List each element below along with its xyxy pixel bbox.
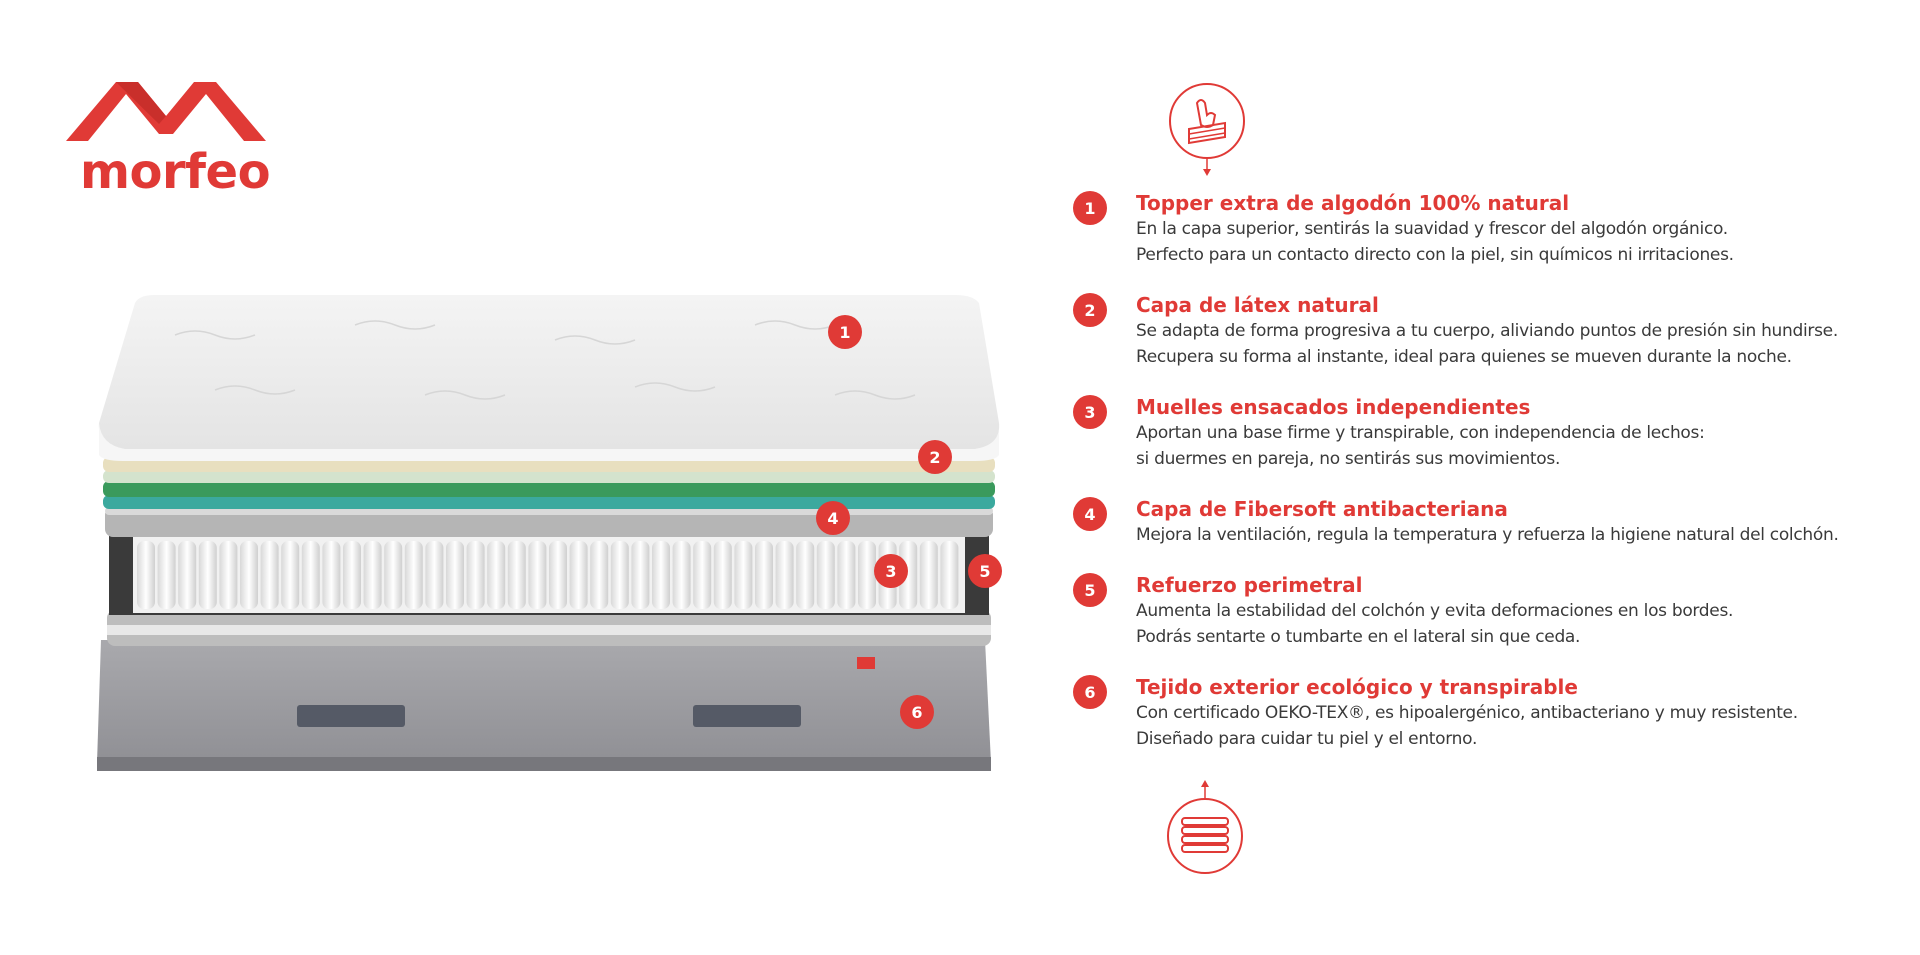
feature-number-badge: 5: [1073, 573, 1107, 607]
feature-item: 3 Muelles ensacados independientes Aport…: [1073, 394, 1873, 496]
brand-logo: morfeo: [66, 78, 276, 200]
feature-title: Capa de Fibersoft antibacteriana: [1136, 497, 1508, 521]
feature-description-line: En la capa superior, sentirás la suavida…: [1136, 219, 1728, 239]
feature-description-line: Aumenta la estabilidad del colchón y evi…: [1136, 601, 1734, 621]
feature-description-line: Diseñado para cuidar tu piel y el entorn…: [1136, 729, 1478, 749]
feature-item: 5 Refuerzo perimetral Aumenta la estabil…: [1073, 572, 1873, 674]
feature-description-line: Aportan una base firme y transpirable, c…: [1136, 423, 1705, 443]
feature-description-line: Podrás sentarte o tumbarte en el lateral…: [1136, 627, 1581, 647]
feature-title: Refuerzo perimetral: [1136, 573, 1363, 597]
feature-number-badge: 1: [1073, 191, 1107, 225]
feature-number-badge: 2: [1073, 293, 1107, 327]
layered-mattress-icon: [1165, 780, 1245, 876]
feature-number-badge: 6: [1073, 675, 1107, 709]
marker-3: 3: [874, 554, 908, 588]
feature-title: Capa de látex natural: [1136, 293, 1379, 317]
feature-number-badge: 3: [1073, 395, 1107, 429]
hand-press-layers-icon: [1167, 81, 1247, 177]
feature-item: 1 Topper extra de algodón 100% natural E…: [1073, 190, 1873, 292]
logo-mountains-icon: [66, 82, 266, 141]
feature-description-line: Se adapta de forma progresiva a tu cuerp…: [1136, 321, 1838, 341]
feature-description-line: si duermes en pareja, no sentirás sus mo…: [1136, 449, 1561, 469]
feature-list: 1 Topper extra de algodón 100% natural E…: [1073, 190, 1873, 776]
feature-description-line: Perfecto para un contacto directo con la…: [1136, 245, 1734, 265]
feature-item: 4 Capa de Fibersoft antibacteriana Mejor…: [1073, 496, 1873, 572]
feature-item: 2 Capa de látex natural Se adapta de for…: [1073, 292, 1873, 394]
marker-1: 1: [828, 315, 862, 349]
marker-5: 5: [968, 554, 1002, 588]
feature-description-line: Recupera su forma al instante, ideal par…: [1136, 347, 1792, 367]
feature-number-badge: 4: [1073, 497, 1107, 531]
marker-2: 2: [918, 440, 952, 474]
mattress-illustration: 1 2 4 3 5 6: [95, 295, 1015, 785]
feature-title: Tejido exterior ecológico y transpirable: [1136, 675, 1578, 699]
feature-title: Muelles ensacados independientes: [1136, 395, 1531, 419]
feature-description-line: Con certificado OEKO-TEX®, es hipoalergé…: [1136, 703, 1798, 723]
marker-4: 4: [816, 501, 850, 535]
marker-6: 6: [900, 695, 934, 729]
feature-item: 6 Tejido exterior ecológico y transpirab…: [1073, 674, 1873, 776]
feature-title: Topper extra de algodón 100% natural: [1136, 191, 1570, 215]
feature-description-line: Mejora la ventilación, regula la tempera…: [1136, 525, 1839, 545]
brand-name: morfeo: [80, 144, 271, 200]
